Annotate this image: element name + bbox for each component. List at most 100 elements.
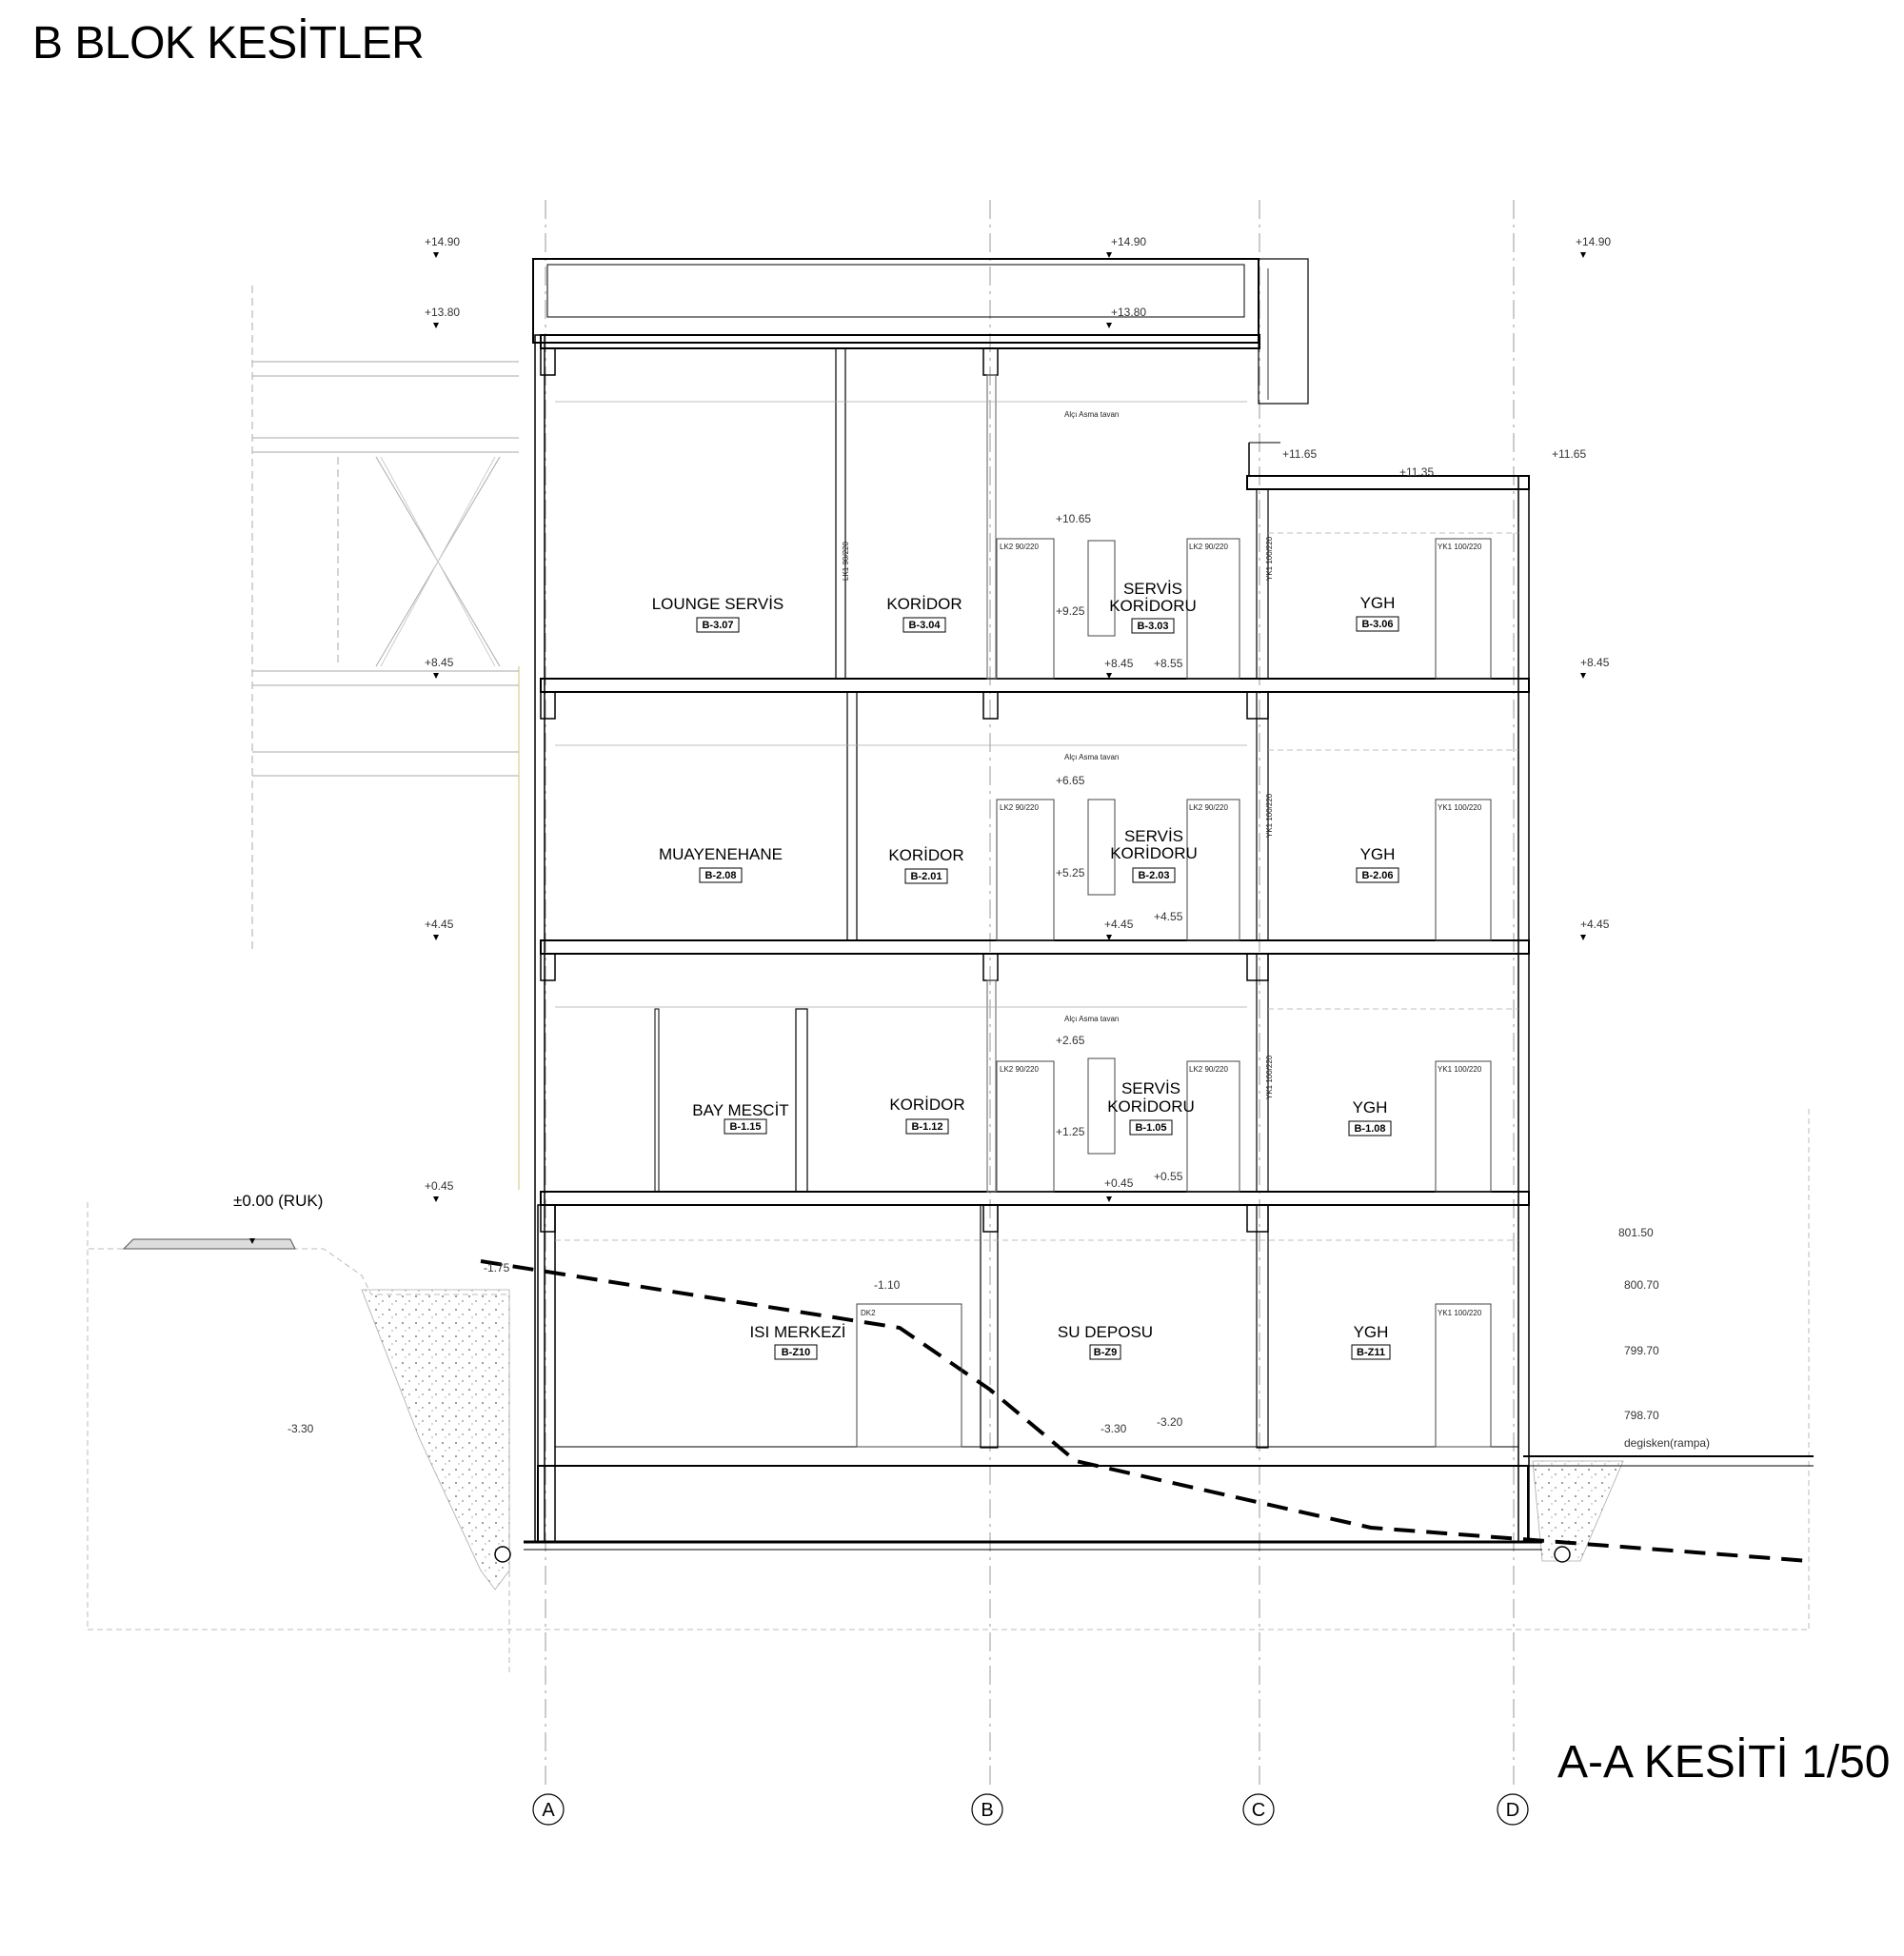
drain-pipes xyxy=(494,1546,1571,1563)
door-tag-lk1: LK1 90/220 xyxy=(842,542,850,581)
natural-ground-line xyxy=(480,1259,1810,1563)
room-name2-b203: KORİDORU xyxy=(1110,844,1198,862)
level-mid-525: +5.25 xyxy=(1056,866,1085,879)
grid-bubble-a xyxy=(532,1793,565,1826)
level-left-045: +0.45 xyxy=(425,1179,454,1193)
room-code-b201: B-2.01 xyxy=(910,871,942,882)
room-name-bz10: ISI MERKEZİ xyxy=(749,1323,845,1341)
level-mid-125: +1.25 xyxy=(1056,1125,1085,1138)
level-mid-455: +4.55 xyxy=(1154,910,1183,923)
room-labels: LOUNGE SERVİS B-3.07 KORİDOR B-3.04 SERV… xyxy=(652,580,1399,1360)
level-right-1165: +11.65 xyxy=(1552,447,1586,461)
slab-level-3 xyxy=(540,678,1530,693)
ceiling-note-2: Alçı Asma tavan xyxy=(1064,753,1119,761)
level-mid-445: +4.45 xyxy=(1104,918,1134,931)
level-right-1490: +14.90 xyxy=(1576,235,1611,248)
room-name2-b105: KORİDORU xyxy=(1107,1097,1195,1116)
door-tag-yk1-2: YK1 100/220 xyxy=(1438,803,1482,812)
level-left-m330: -3.30 xyxy=(288,1422,314,1435)
room-code-b303: B-3.03 xyxy=(1137,621,1168,632)
level-mid-1490: +14.90 xyxy=(1111,235,1146,248)
level-mid-1165: +11.65 xyxy=(1282,447,1317,461)
level-right-445: +4.45 xyxy=(1580,918,1610,931)
level-mid-265: +2.65 xyxy=(1056,1034,1085,1047)
level-mid-m110: -1.10 xyxy=(874,1278,901,1292)
ground xyxy=(87,1109,1814,1675)
slab-level-1 xyxy=(540,1191,1530,1206)
level-mid-845: +8.45 xyxy=(1104,657,1134,670)
grid-bubble-d xyxy=(1497,1793,1529,1826)
room-code-b304: B-3.04 xyxy=(908,620,941,631)
room-code-b115: B-1.15 xyxy=(729,1121,761,1133)
building-structure xyxy=(524,258,1542,1551)
level-mid-1135: +11.35 xyxy=(1399,465,1434,479)
room-code-b307: B-3.07 xyxy=(702,620,733,631)
section-title: A-A KESİTİ 1/50 xyxy=(1557,1737,1891,1788)
door-tag-yk1v-2: YK1 100/220 xyxy=(1265,793,1274,838)
slab-level-2 xyxy=(540,939,1530,955)
door-tag-yk1-3: YK1 100/220 xyxy=(1438,543,1482,551)
room-code-b206: B-2.06 xyxy=(1361,870,1393,881)
room-name-b304: KORİDOR xyxy=(886,595,962,613)
door-tag-lk2-1b: LK2 90/220 xyxy=(1189,1065,1228,1074)
room-name-b206: YGH xyxy=(1360,845,1396,863)
room-code-b306: B-3.06 xyxy=(1361,619,1393,630)
site-level-80150: 801.50 xyxy=(1618,1226,1654,1239)
level-mid-1380: +13.80 xyxy=(1111,306,1146,319)
level-mid-665: +6.65 xyxy=(1056,774,1085,787)
door-tag-lk2-1a: LK2 90/220 xyxy=(1000,1065,1039,1074)
adjacent-structure xyxy=(251,286,520,1190)
level-marks: +14.90 +13.80 +8.45 +4.45 +0.45 -3.30 +1… xyxy=(233,235,1710,1450)
level-left-1490: +14.90 xyxy=(425,235,460,248)
level-mid-1065: +10.65 xyxy=(1056,512,1091,525)
room-name-b307: LOUNGE SERVİS xyxy=(652,595,784,613)
level-mid-m330: -3.30 xyxy=(1101,1422,1127,1435)
door-tag-dk2: DK2 xyxy=(861,1309,876,1317)
room-name-bz11: YGH xyxy=(1354,1323,1389,1341)
door-tag-lk2-3b: LK2 90/220 xyxy=(1189,543,1228,551)
room-code-bz9: B-Z9 xyxy=(1094,1347,1117,1358)
site-level-80070: 800.70 xyxy=(1624,1278,1659,1292)
suspended-ceilings xyxy=(555,401,1518,1241)
sheet-title: B BLOK KESİTLER xyxy=(32,18,425,69)
room-name1-b203: SERVİS xyxy=(1124,827,1183,845)
ceiling-note-1: Alçı Asma tavan xyxy=(1064,1015,1119,1023)
room-code-b112: B-1.12 xyxy=(911,1121,942,1133)
room-name-b306: YGH xyxy=(1360,594,1396,612)
door-tag-lk2-2b: LK2 90/220 xyxy=(1189,803,1228,812)
room-name1-b303: SERVİS xyxy=(1123,580,1182,598)
room-name-b201: KORİDOR xyxy=(888,846,963,864)
room-code-bz10: B-Z10 xyxy=(782,1347,811,1358)
level-mid-m175: -1.75 xyxy=(484,1261,510,1274)
grid-label-a: A xyxy=(542,1800,555,1821)
room-code-b203: B-2.03 xyxy=(1138,870,1169,881)
ceiling-note-3: Alçı Asma tavan xyxy=(1064,410,1119,419)
level-left-445: +4.45 xyxy=(425,918,454,931)
room-name-b115: BAY MESCİT xyxy=(692,1101,788,1119)
door-tag-yk1v-1: YK1 100/220 xyxy=(1265,1055,1274,1099)
level-mid-855: +8.55 xyxy=(1154,657,1183,670)
level-mid-055: +0.55 xyxy=(1154,1170,1183,1183)
level-left-845: +8.45 xyxy=(425,656,454,669)
level-ruk: ±0.00 (RUK) xyxy=(233,1192,323,1210)
grid-label-c: C xyxy=(1252,1800,1265,1821)
door-tag-yk1-z: YK1 100/220 xyxy=(1438,1309,1482,1317)
level-left-1380: +13.80 xyxy=(425,306,460,319)
room-name2-b303: KORİDORU xyxy=(1109,597,1197,615)
level-right-845: +8.45 xyxy=(1580,656,1610,669)
room-code-b105: B-1.05 xyxy=(1135,1122,1166,1134)
grid-bubble-b xyxy=(971,1793,1003,1826)
grid-label-b: B xyxy=(981,1800,993,1821)
grid-bubble-c xyxy=(1242,1793,1275,1826)
level-mid-m320: -3.20 xyxy=(1157,1415,1183,1429)
grid-lines xyxy=(545,200,1515,1789)
doors xyxy=(856,538,1492,1448)
door-tag-lk2-2a: LK2 90/220 xyxy=(1000,803,1039,812)
room-name-b112: KORİDOR xyxy=(889,1096,964,1114)
grid-bubbles xyxy=(532,1793,1529,1826)
slab-ygh-roof xyxy=(1246,475,1530,490)
room-code-b108: B-1.08 xyxy=(1354,1123,1385,1135)
door-tag-lk2-3a: LK2 90/220 xyxy=(1000,543,1039,551)
level-mid-045: +0.45 xyxy=(1104,1176,1134,1190)
